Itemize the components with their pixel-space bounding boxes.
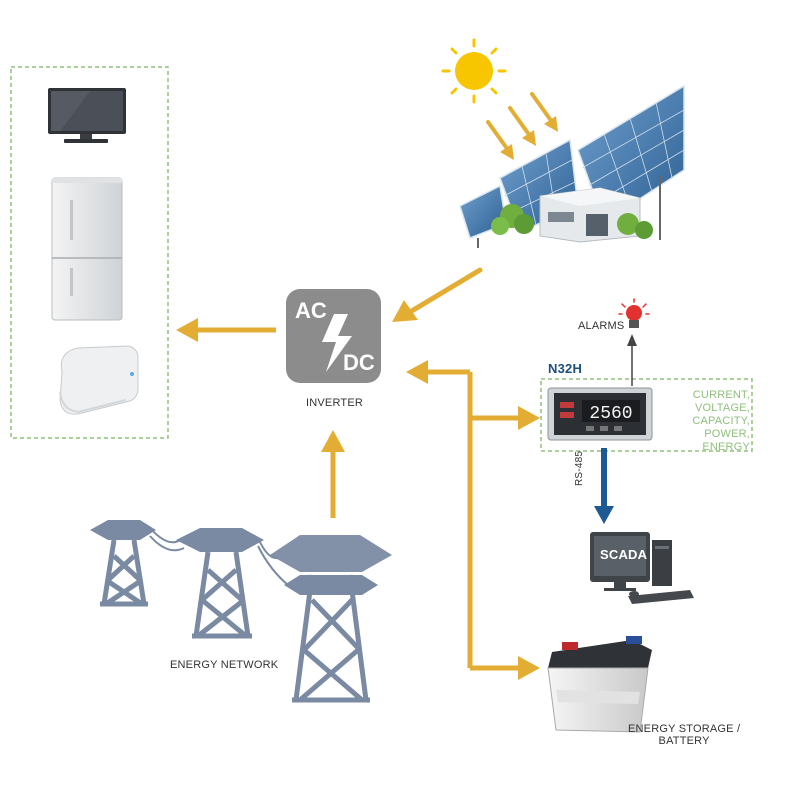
inverter-dc-label: DC xyxy=(343,350,375,375)
arrow-inverter-to-appliances xyxy=(176,318,276,342)
measurements-line-3: ENERGY xyxy=(702,441,750,453)
rs485-arrow xyxy=(594,448,614,524)
inverter-box: AC DC xyxy=(286,289,381,383)
storage-label: ENERGY STORAGE / BATTERY xyxy=(628,723,740,747)
solar-plant-icon xyxy=(459,84,685,248)
appliances-box xyxy=(10,66,169,439)
arrow-network-to-inverter xyxy=(321,430,345,518)
measurements-line-2: CAPACITY, POWER, xyxy=(692,415,750,440)
inverter-ac-label: AC xyxy=(295,298,327,323)
battery-icon xyxy=(547,636,652,733)
alarm-connector xyxy=(627,334,637,386)
alarm-light-icon xyxy=(618,298,650,328)
bus-arrows xyxy=(406,360,540,680)
inverter-label: INVERTER xyxy=(306,397,364,409)
storage-label-line-2: BATTERY xyxy=(658,735,710,747)
sunray-arrows xyxy=(486,92,558,160)
fridge-icon xyxy=(51,177,123,321)
arrow-solar-to-inverter xyxy=(392,267,483,322)
meter-model-label: N32H xyxy=(548,361,583,376)
n32h-meter-icon: 2560 xyxy=(547,387,653,441)
scada-computer-icon xyxy=(590,532,694,604)
scada-label: SCADA xyxy=(600,547,648,562)
meter-box xyxy=(540,378,753,452)
alarms-label: ALARMS xyxy=(578,320,625,332)
storage-label-line-1: ENERGY STORAGE / xyxy=(628,723,741,735)
tv-icon xyxy=(48,88,126,143)
power-tower-icon xyxy=(90,520,392,703)
meter-display-value: 2560 xyxy=(589,404,632,424)
measurements-label: CURRENT, VOLTAGE, CAPACITY, POWER, ENERG… xyxy=(654,389,750,454)
air-conditioner-icon xyxy=(59,345,139,415)
measurements-line-1: CURRENT, VOLTAGE, xyxy=(692,389,750,414)
rs485-label: RS-485 xyxy=(574,450,585,486)
sun-icon xyxy=(441,38,507,104)
energy-network-label: ENERGY NETWORK xyxy=(170,659,279,671)
